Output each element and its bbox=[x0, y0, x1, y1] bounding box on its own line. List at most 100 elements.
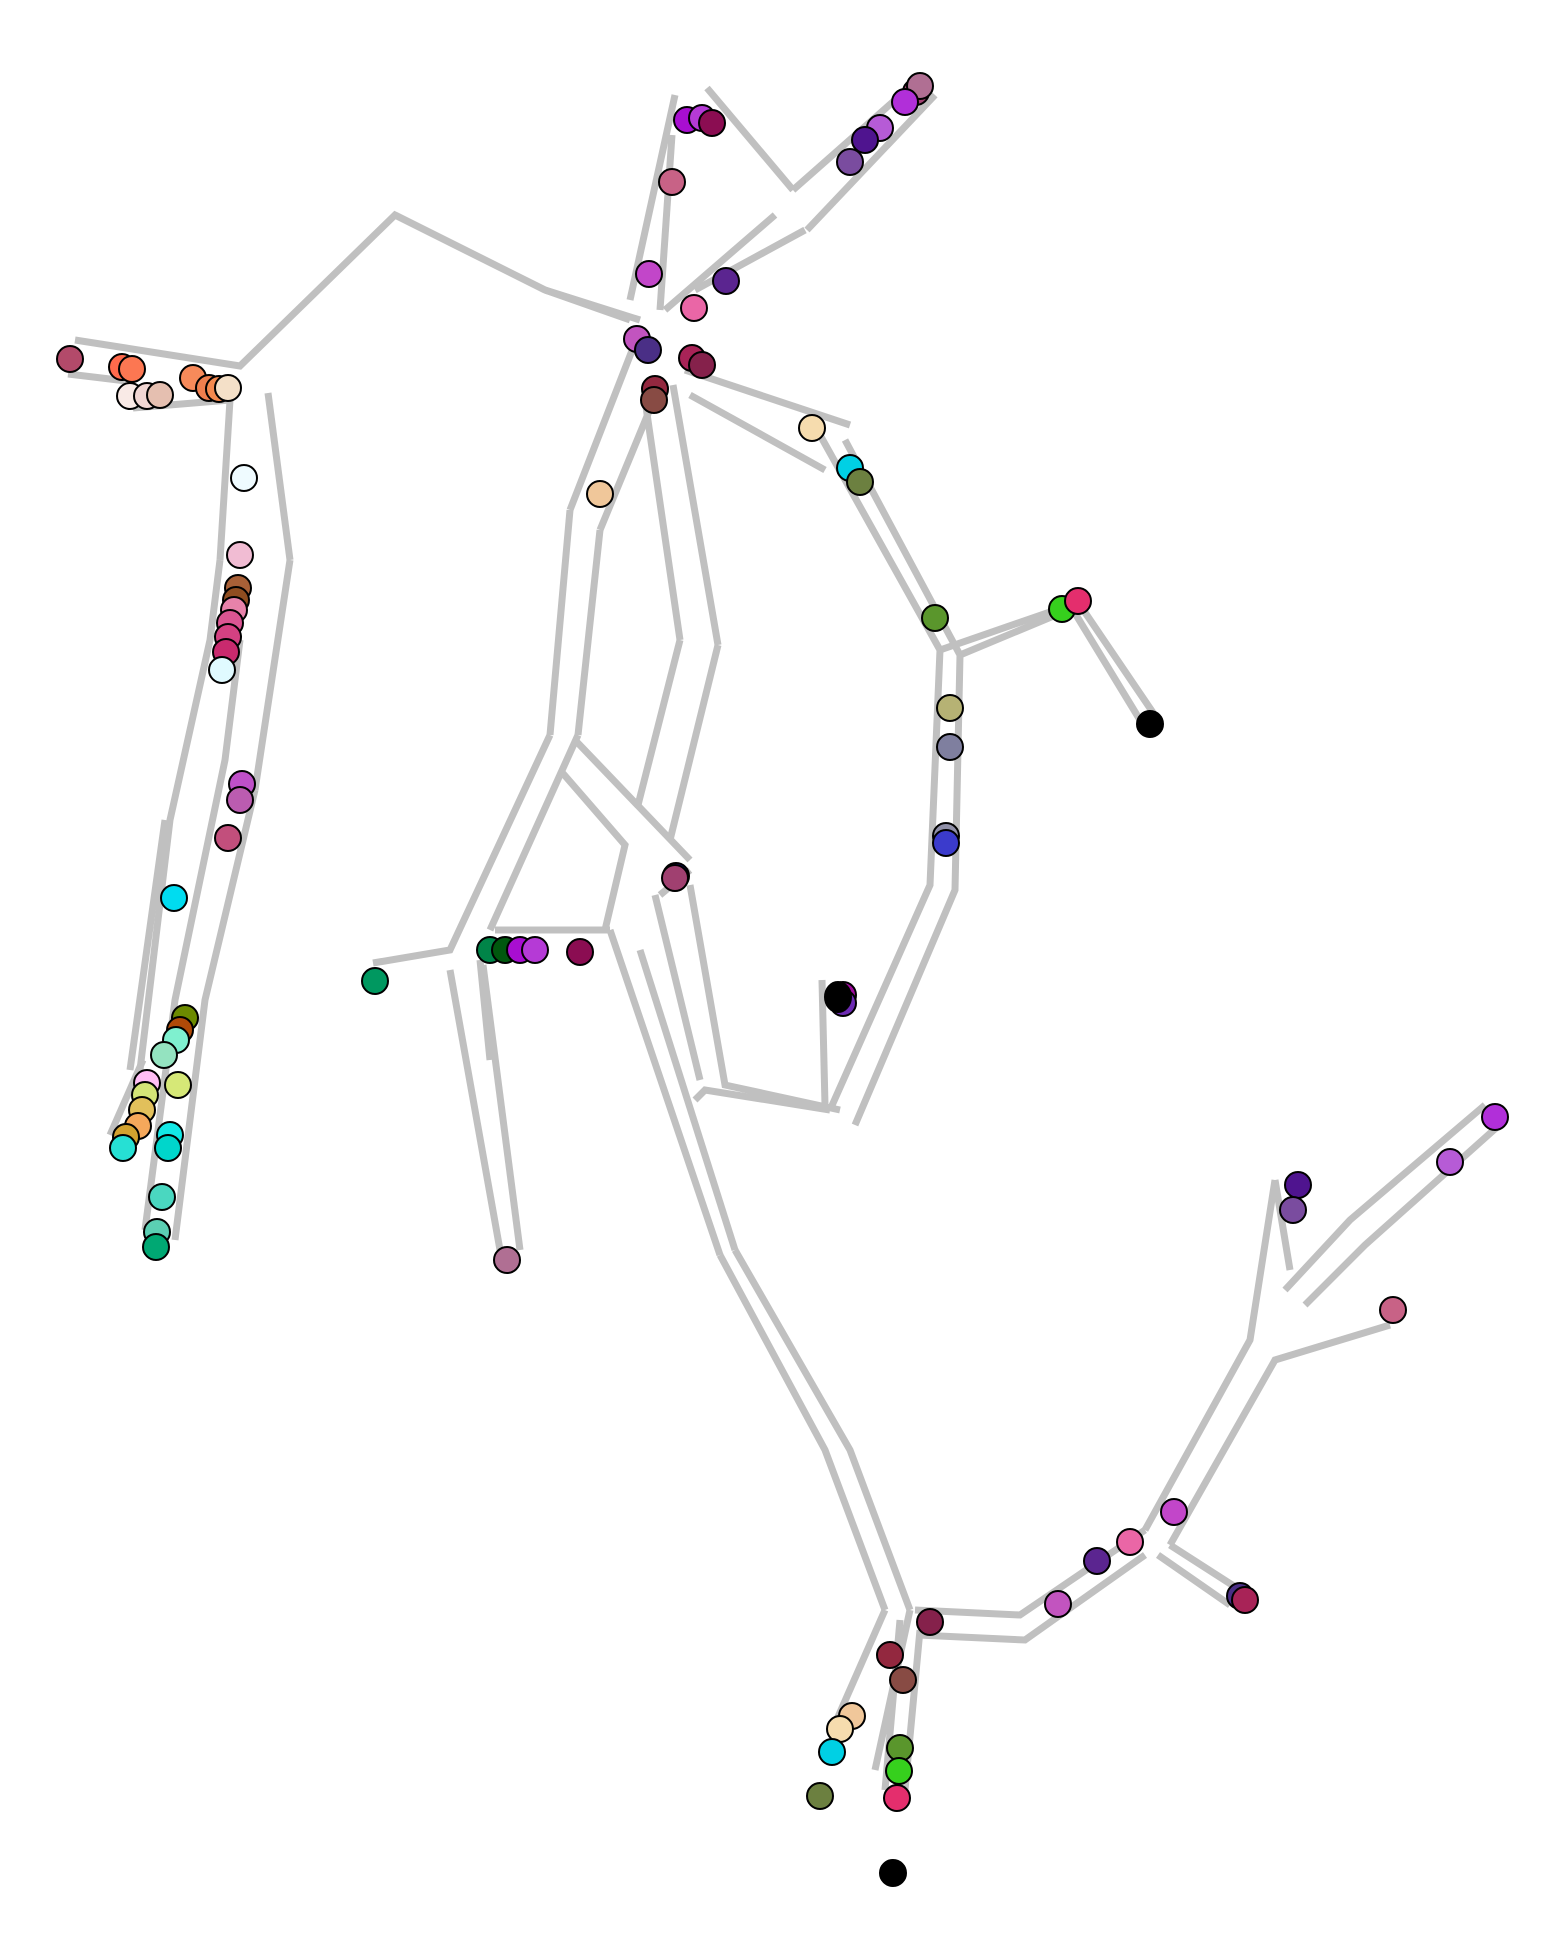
tree-edge bbox=[1302, 1117, 1508, 1308]
tree-edge bbox=[1156, 1552, 1232, 1608]
tree-edge bbox=[704, 85, 796, 193]
tree-edge bbox=[716, 1253, 889, 1612]
leaf-node bbox=[916, 1608, 944, 1636]
tree-edge bbox=[938, 601, 1072, 654]
tree-edge bbox=[1166, 1321, 1392, 1547]
tree-edge bbox=[669, 384, 722, 646]
leaf-node bbox=[160, 884, 188, 912]
leaf-node bbox=[635, 260, 663, 288]
leaf-node bbox=[798, 414, 826, 442]
tree-edge bbox=[543, 286, 642, 324]
leaf-node bbox=[214, 824, 242, 852]
tree-edge bbox=[636, 948, 739, 1252]
tree-edge bbox=[1282, 1102, 1488, 1293]
tree-edge bbox=[572, 737, 693, 863]
tree-edge bbox=[141, 639, 244, 1231]
leaf-node bbox=[851, 126, 879, 154]
tree-edge bbox=[486, 733, 582, 932]
tree-edge bbox=[662, 212, 778, 313]
tree-edge bbox=[818, 979, 829, 1106]
leaf-node bbox=[226, 786, 254, 814]
leaf-node bbox=[1136, 710, 1164, 738]
tree-edge bbox=[816, 433, 944, 1112]
tree-edge bbox=[606, 928, 724, 1257]
leaf-node bbox=[688, 351, 716, 379]
leaf-node bbox=[1436, 1148, 1464, 1176]
tree-edges bbox=[67, 75, 1508, 1791]
leaf-node bbox=[1083, 1547, 1111, 1575]
tree-edge bbox=[841, 438, 964, 1127]
leaf-node bbox=[879, 1859, 907, 1887]
tree-edge bbox=[656, 134, 676, 311]
leaf-node bbox=[891, 88, 919, 116]
tree-edge bbox=[546, 509, 574, 736]
leaf-node bbox=[1279, 1196, 1307, 1224]
leaf-node bbox=[921, 604, 949, 632]
leaf-node bbox=[164, 1071, 192, 1099]
leaf-node bbox=[1044, 1590, 1072, 1618]
leaf-node bbox=[1284, 1171, 1312, 1199]
leaf-node bbox=[806, 1782, 834, 1810]
tree-edge bbox=[683, 366, 852, 429]
tree-edge bbox=[372, 733, 554, 967]
leaf-node bbox=[932, 829, 960, 857]
leaf-node bbox=[109, 1134, 137, 1162]
leaf-node bbox=[566, 938, 594, 966]
leaf-node bbox=[712, 267, 740, 295]
tree-edge bbox=[74, 210, 547, 370]
leaf-node bbox=[150, 1041, 178, 1069]
tree-edge bbox=[666, 644, 722, 841]
leaf-node bbox=[818, 1738, 846, 1766]
tree-edge bbox=[651, 894, 704, 1081]
tree-edge bbox=[264, 392, 294, 561]
tree-edge bbox=[171, 789, 259, 1241]
leaf-node bbox=[634, 336, 662, 364]
leaf-node bbox=[148, 1183, 176, 1211]
tree-edge bbox=[557, 767, 629, 931]
leaf-node bbox=[361, 967, 389, 995]
leaf-node bbox=[521, 936, 549, 964]
leaf-node bbox=[1231, 1586, 1259, 1614]
leaf-node bbox=[226, 541, 254, 569]
leaf-node bbox=[889, 1666, 917, 1694]
tree-leaf-nodes bbox=[56, 72, 1509, 1887]
tree-edge bbox=[566, 328, 644, 512]
tree-edge bbox=[136, 559, 224, 1071]
leaf-node bbox=[142, 1233, 170, 1261]
tree-edge bbox=[1168, 1542, 1242, 1593]
leaf-node bbox=[936, 694, 964, 722]
terminal-node bbox=[824, 981, 852, 1013]
leaf-node bbox=[885, 1757, 913, 1785]
tree-edge bbox=[804, 92, 938, 233]
tree-edge bbox=[692, 1086, 831, 1114]
tree-edge bbox=[1271, 1179, 1294, 1271]
tree-edge bbox=[251, 559, 294, 791]
leaf-node bbox=[661, 864, 689, 892]
tree-edge bbox=[574, 529, 604, 736]
leaf-node bbox=[698, 109, 726, 137]
leaf-node bbox=[1064, 587, 1092, 615]
leaf-node bbox=[876, 1641, 904, 1669]
tree-edge bbox=[216, 399, 234, 561]
tree-edge bbox=[106, 1058, 147, 1137]
tree-edge bbox=[634, 639, 684, 806]
leaf-node bbox=[836, 148, 864, 176]
tree-edge bbox=[914, 1527, 1147, 1619]
leaf-node bbox=[230, 464, 258, 492]
tree-edge bbox=[479, 964, 524, 1251]
tree-edge bbox=[1067, 603, 1143, 722]
leaf-node bbox=[1116, 1528, 1144, 1556]
leaf-node bbox=[214, 374, 242, 402]
tree-edge bbox=[731, 1248, 914, 1612]
tree-edge bbox=[688, 391, 827, 474]
tree-edge bbox=[917, 1552, 1148, 1644]
leaf-node bbox=[146, 381, 174, 409]
leaf-node bbox=[154, 1134, 182, 1162]
leaf-node bbox=[118, 355, 146, 383]
leaf-node bbox=[846, 468, 874, 496]
leaf-node bbox=[586, 480, 614, 508]
tree-edge bbox=[626, 94, 679, 301]
tree-edge bbox=[446, 969, 504, 1251]
leaf-node bbox=[680, 294, 708, 322]
